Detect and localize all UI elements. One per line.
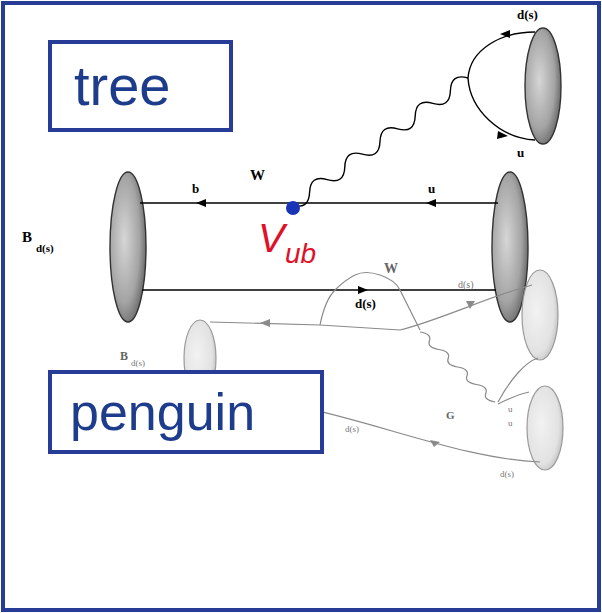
ckm-symbol: V xyxy=(258,218,285,258)
penguin-label-box: penguin xyxy=(48,370,324,454)
boson-label: W xyxy=(250,168,265,183)
meson-label: B xyxy=(22,230,32,245)
quark-label: d(s) xyxy=(345,425,359,434)
meson-label: B xyxy=(120,350,128,362)
tree-label-box: tree xyxy=(48,40,233,132)
quark-label: d(s) xyxy=(355,297,376,310)
quark-label: u xyxy=(428,182,435,195)
gluon-label: G xyxy=(446,410,455,421)
quark-label: u xyxy=(508,405,513,414)
quark-label: u xyxy=(517,146,524,159)
quark-label: u xyxy=(508,419,513,428)
quark-label: d(s) xyxy=(517,8,538,21)
box-title: tree xyxy=(74,58,171,114)
quark-label: b xyxy=(192,182,199,195)
meson-subscript: d(s) xyxy=(131,359,145,368)
outer-frame xyxy=(3,3,599,610)
quark-label: d(s) xyxy=(458,280,474,290)
ckm-subscript: ub xyxy=(285,240,316,268)
quark-label: d(s) xyxy=(500,470,514,479)
boson-label: W xyxy=(384,262,398,276)
meson-subscript: d(s) xyxy=(36,243,54,254)
box-title: penguin xyxy=(70,386,255,438)
